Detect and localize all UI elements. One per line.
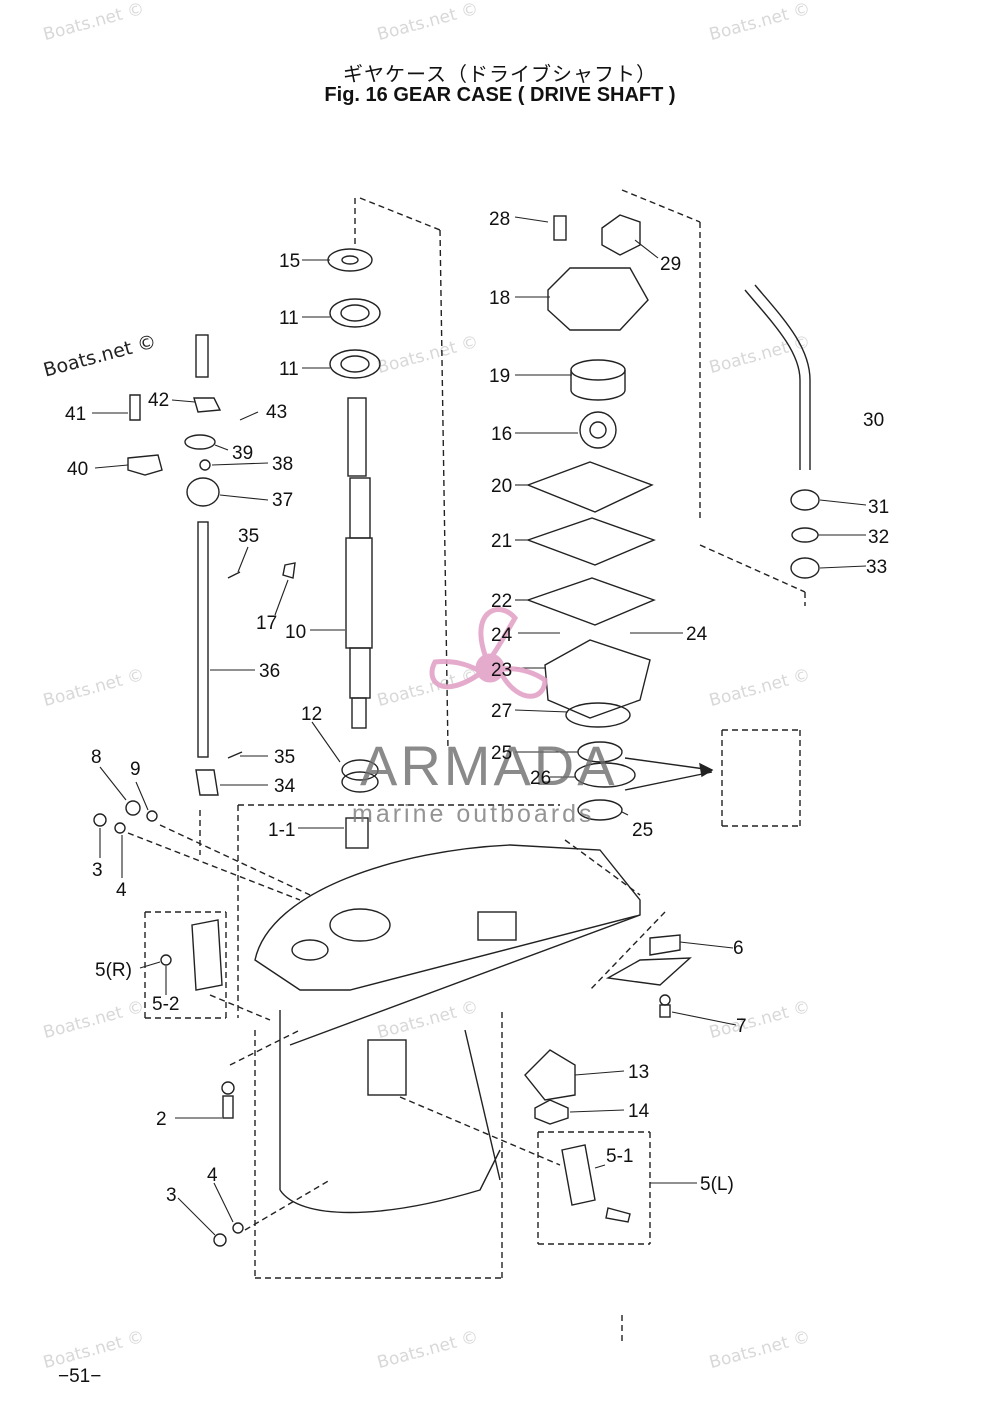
figure-title: Fig. 16 GEAR CASE ( DRIVE SHAFT )	[324, 84, 676, 106]
part-label: 30	[863, 410, 885, 431]
part-label: 27	[491, 701, 513, 722]
part-label: 38	[272, 454, 294, 475]
part-label: 22	[491, 591, 513, 612]
arrows	[624, 757, 714, 791]
part-label: 16	[491, 424, 513, 445]
part-label: 32	[868, 527, 890, 548]
part-label: 5-1	[606, 1146, 634, 1167]
reference-lines	[127, 189, 806, 1345]
part-label: 5(R)	[95, 960, 132, 981]
part-label: 25	[632, 820, 654, 841]
part-label: 33	[866, 557, 888, 578]
part-label: 26	[530, 768, 552, 789]
part-label: 14	[628, 1101, 650, 1122]
part-label: 21	[491, 531, 513, 552]
armada-logo-text: ARMADA	[360, 734, 618, 797]
part-label: 15	[279, 251, 301, 272]
part-label: 43	[266, 402, 288, 423]
part-label: 11	[279, 308, 299, 329]
part-label: 1-1	[268, 820, 296, 841]
part-label: 29	[660, 254, 682, 275]
part-label: 37	[272, 490, 294, 511]
part-label: 19	[489, 366, 511, 387]
water-tube-assembly	[744, 284, 820, 579]
part-label: 5(L)	[700, 1174, 734, 1195]
water-pump-assembly	[525, 214, 656, 821]
armada-propeller-logo	[429, 607, 548, 699]
drive-shaft-assembly	[327, 248, 381, 849]
part-label: 11	[279, 359, 299, 380]
title-japanese: ギヤケース（ドライブシャフト）	[343, 62, 657, 86]
armada-logo-tagline: marine outboards	[352, 800, 595, 828]
part-label: 35	[274, 747, 296, 768]
shift-rod-assembly	[127, 334, 222, 796]
part-label: 36	[259, 661, 281, 682]
part-label: 18	[489, 288, 511, 309]
part-label: 39	[232, 443, 254, 464]
part-label: 12	[301, 704, 323, 725]
part-label: 3	[166, 1185, 177, 1206]
leader-lines	[92, 216, 867, 1236]
part-label: 8	[91, 747, 102, 768]
part-label: 25	[491, 743, 513, 764]
part-label: 24	[686, 624, 708, 645]
part-label: 3	[92, 860, 103, 881]
part-label: 13	[628, 1062, 650, 1083]
part-label: 23	[491, 660, 513, 681]
part-label: 7	[736, 1016, 747, 1037]
part-label: 40	[67, 459, 89, 480]
part-label: 9	[130, 759, 141, 780]
part-label: 28	[489, 209, 511, 230]
part-label: 34	[274, 776, 296, 797]
gear-case-housing	[254, 844, 641, 1214]
part-label: 5-2	[152, 994, 180, 1015]
part-label: 24	[491, 625, 513, 646]
part-label: 4	[207, 1165, 218, 1186]
part-label: 20	[491, 476, 513, 497]
page-number: −51−	[58, 1366, 102, 1387]
part-label: 42	[148, 390, 170, 411]
part-label: 35	[238, 526, 260, 547]
part-label: 6	[733, 938, 744, 959]
part-label: 10	[285, 622, 307, 643]
part-label: 17	[256, 613, 278, 634]
small-parts	[93, 562, 692, 1247]
part-label: 2	[156, 1109, 167, 1130]
part-label: 4	[116, 880, 127, 901]
part-label: 41	[65, 404, 87, 425]
part-label: 31	[868, 497, 890, 518]
